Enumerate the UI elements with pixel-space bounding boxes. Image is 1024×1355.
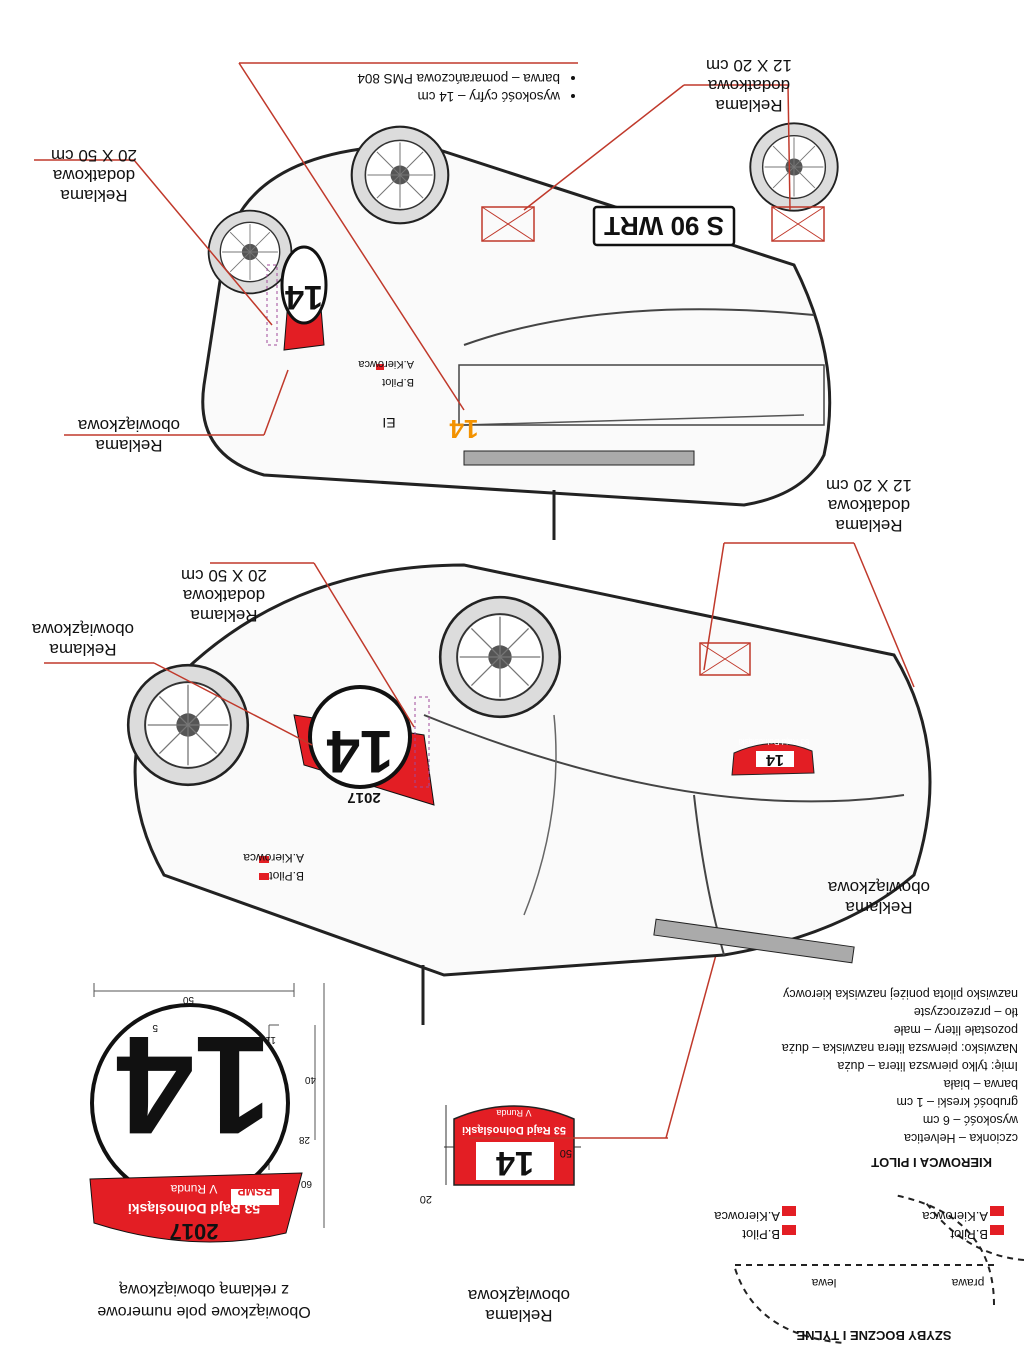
car2-mand-front-line1: Reklama (845, 898, 913, 917)
car1-add-rear-callout: Reklama dodatkowa 12 X 20 cm (684, 55, 814, 115)
dim-digits-low: 28 (298, 1134, 310, 1145)
banner-rally: 53 Rajd Dolnośląski (127, 1201, 261, 1217)
car1-add-rear-line2: dodatkowa (707, 76, 791, 95)
windows-left: lewa (811, 1276, 837, 1290)
window-copilot-right: B.Pilot (950, 1227, 988, 1242)
crew-spec-3: grubość kreski – 1 cm (782, 1093, 1018, 1111)
banner-year: 2017 (169, 1219, 219, 1244)
crew-specs-list: czcionka – Helvetica wysokość – 6 cm gru… (782, 985, 1024, 1147)
car2-add-rear-line1: Reklama (835, 516, 903, 535)
rear-number-specs: wysokość cyfry – 14 cm barwa – pomarańcz… (357, 69, 576, 105)
windows-title: SZYBY BOCZNE I TYLNE (796, 1328, 952, 1343)
dim-offset: 5 (152, 1022, 158, 1033)
windows-right: prawa (951, 1276, 985, 1290)
car2-mand-front-callout: Reklama obowiązkowa (804, 877, 954, 917)
car2-front-number: 14 (766, 751, 784, 768)
crew-spec-2: wysokość – 6 cm (782, 1111, 1018, 1129)
dim-top: 11 (265, 1034, 276, 1045)
number-field-digits: 14 (116, 1007, 272, 1164)
car1-door-labels: B.Pilot A.Kierowca (358, 355, 414, 391)
car1-add-rear-line1: Reklama (715, 96, 783, 115)
car-drawing-1 (201, 122, 839, 507)
crew-spec-5: Imię: tylko pierwsza litera – duża (782, 1057, 1018, 1075)
small-plate-round: V Runda (496, 1108, 532, 1118)
car1-add-side-size: 20 X 50 cm (51, 146, 137, 165)
car1-add-rear-size: 12 X 20 cm (706, 56, 792, 75)
car1-door-number: 14 (285, 278, 323, 316)
crew-spec-6: Nazwisko: pierwsza litera nazwiska – duż… (782, 1039, 1018, 1057)
small-plate-width: 50 (559, 1147, 572, 1159)
rear-spec-1: wysokość cyfry – 14 cm (357, 87, 560, 105)
car2-door-year: 2017 (347, 789, 381, 806)
car2-mand-side-line2: obowiązkowa (31, 620, 135, 639)
window-driver-right: A.Kierowca (922, 1209, 988, 1224)
car2-add-rear-size: 12 X 20 cm (826, 476, 912, 495)
car2-front-rally: 53 Rajd Dolnośląski (738, 737, 810, 746)
car2-add-side-line1: Reklama (190, 606, 258, 625)
window-driver-left: A.Kierowca (714, 1209, 780, 1224)
car2-mand-front-line2: obowiązkowa (827, 878, 931, 897)
car2-mand-side-line1: Reklama (49, 640, 117, 659)
car2-add-side-size: 20 X 50 cm (181, 566, 267, 585)
crew-specs-heading: KIEROWCA I PILOT (871, 1155, 992, 1170)
crew-spec-8: tło – przezroczyste (782, 1003, 1018, 1021)
car1-driver: A.Kierowca (358, 358, 414, 370)
number-field-title-2: z reklamą obowiązkową (119, 1281, 289, 1298)
rear-spec-2: barwa – pomarańczowa PMS 804 (357, 69, 560, 87)
car1-mand-line2: obowiązkowa (77, 416, 181, 435)
banner-round: V Runda (170, 1182, 218, 1196)
bottom-callout: Reklama obowiązkowa (444, 1285, 594, 1325)
small-plate-height: 20 (419, 1193, 432, 1205)
bottom-callout-line2: obowiązkowa (467, 1286, 571, 1305)
window-labels-left: B.Pilot A.Kierowca (714, 1207, 780, 1243)
crew-spec-4: barwa – biała (782, 1075, 1018, 1093)
banner-logo: RSMP (237, 1184, 273, 1198)
car1-add-side-line1: Reklama (60, 186, 128, 205)
windows-drawing (732, 1194, 1024, 1344)
car1-mand-line1: Reklama (95, 436, 163, 455)
car-drawing-2 (126, 563, 932, 977)
dim-digits: 40 (304, 1074, 316, 1085)
number-field-drawing (89, 983, 325, 1243)
car2-mand-side-callout: Reklama obowiązkowa (8, 619, 158, 659)
crew-spec-7: pozostałe litery – małe (893, 1023, 1018, 1037)
car2-add-side-line2: dodatkowa (182, 586, 266, 605)
window-copilot-left: B.Pilot (742, 1227, 780, 1242)
car2-copilot: B.Pilot (269, 869, 304, 883)
car1-copilot: B.Pilot (382, 376, 414, 388)
car1-add-side-callout: Reklama dodatkowa 20 X 50 cm (24, 145, 164, 205)
crew-spec-9: nazwisko pilota poniżej nazwiska kierowc… (782, 985, 1018, 1003)
car2-door-number: 14 (326, 718, 394, 785)
bottom-callout-line1: Reklama (485, 1306, 553, 1325)
small-plate-rally: 53 Rajd Dolnośląski (462, 1124, 566, 1136)
car2-add-side-callout: Reklama dodatkowa 20 X 50 cm (144, 565, 304, 625)
car2-add-rear-line2: dodatkowa (827, 496, 911, 515)
car2-door-labels: B.Pilot A.Kierowca (243, 849, 304, 885)
car2-driver: A.Kierowca (243, 851, 304, 865)
dim-width: 50 (182, 994, 194, 1005)
window-labels-right: B.Pilot A.Kierowca (922, 1207, 988, 1243)
license-plate: S 90 WRT (604, 211, 724, 241)
small-plate-drawing (444, 1105, 581, 1186)
dim-height: 60 (300, 1178, 312, 1189)
car2-add-rear-callout: Reklama dodatkowa 12 X 20 cm (794, 475, 944, 535)
car1-add-side-line2: dodatkowa (52, 166, 136, 185)
car1-mand-callout: Reklama obowiązkowa (54, 415, 204, 455)
number-field-title-1: Obowiązkowe pole numerowe (97, 1303, 311, 1320)
car1-rear-number: 14 (449, 414, 479, 444)
crew-spec-1: czcionka – Helvetica (782, 1129, 1018, 1147)
car1-plate-logo: EI (382, 415, 396, 431)
small-plate-number: 14 (496, 1144, 534, 1182)
